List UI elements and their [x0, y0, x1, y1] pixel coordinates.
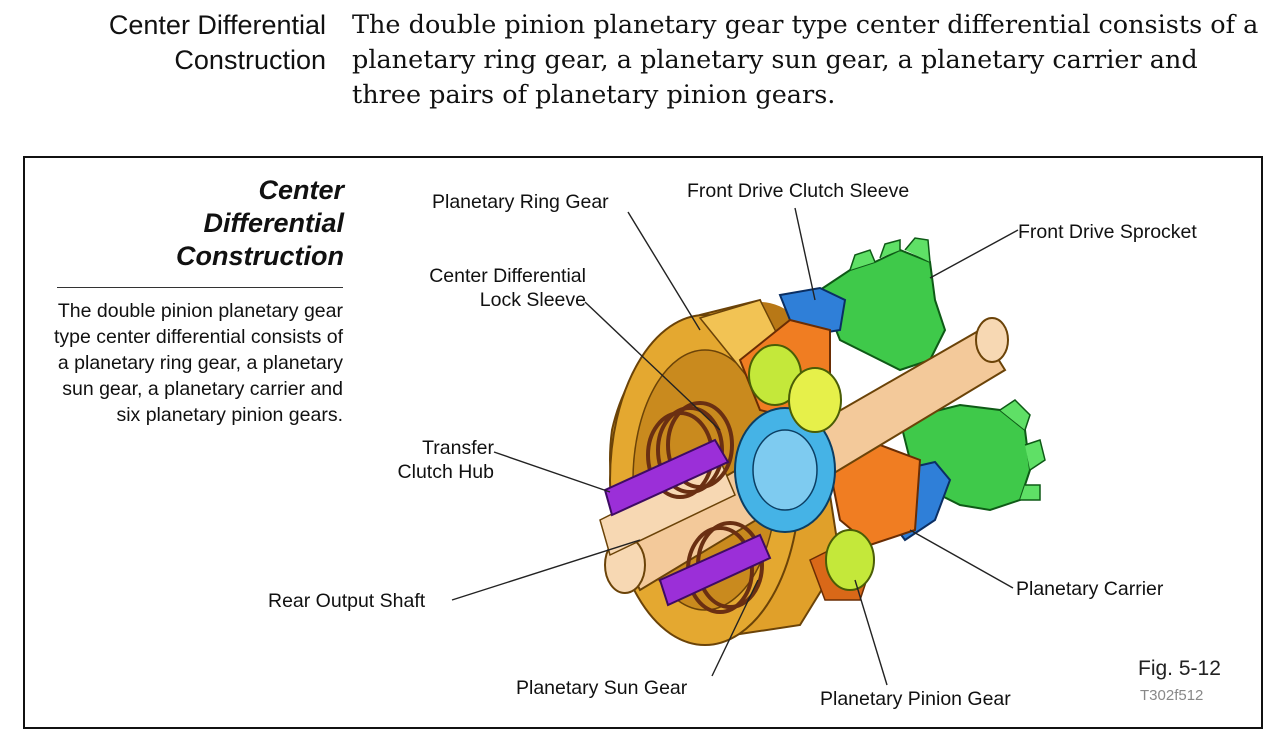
label-center-differential-lock-sleeve: Center Differential Lock Sleeve — [386, 264, 586, 312]
lock-sleeve-line2: Lock Sleeve — [479, 289, 586, 311]
figure-side-body: The double pinion planetary gear type ce… — [53, 300, 343, 426]
label-planetary-carrier: Planetary Carrier — [1016, 578, 1164, 600]
side-title-line3: Construction — [176, 241, 344, 271]
figure-number: Fig. 5-12 — [1138, 657, 1221, 680]
label-rear-output-shaft: Rear Output Shaft — [268, 590, 426, 612]
planetary-sun-gear — [734, 407, 836, 533]
lock-sleeve-line1: Center Differential — [429, 265, 586, 287]
side-title-divider — [57, 287, 343, 288]
figure-side-title: Center Differential Construction — [50, 174, 344, 273]
figure-code: T302f512 — [1140, 687, 1204, 704]
label-planetary-pinion-gear: Planetary Pinion Gear — [820, 688, 1011, 710]
side-title-line2: Differential — [203, 208, 344, 238]
header-label-line2: Construction — [174, 45, 326, 75]
label-front-drive-clutch-sleeve: Front Drive Clutch Sleeve — [687, 180, 910, 202]
header-label: Center Differential Construction — [40, 8, 326, 78]
label-planetary-ring-gear: Planetary Ring Gear — [432, 191, 609, 213]
header-paragraph: The double pinion planetary gear type ce… — [352, 10, 1259, 110]
callout-leader-lines — [451, 207, 1019, 686]
planetary-pinion-gears — [748, 344, 875, 591]
clutch-hub-line1: Transfer — [422, 437, 494, 459]
clutch-hub-line2: Clutch Hub — [397, 461, 494, 483]
label-front-drive-sprocket: Front Drive Sprocket — [1018, 221, 1197, 243]
transfer-clutch-hub — [603, 438, 772, 607]
label-transfer-clutch-hub: Transfer Clutch Hub — [370, 436, 494, 484]
side-title-line1: Center — [258, 175, 344, 205]
label-planetary-sun-gear: Planetary Sun Gear — [516, 677, 688, 699]
header-label-line1: Center Differential — [108, 10, 326, 40]
